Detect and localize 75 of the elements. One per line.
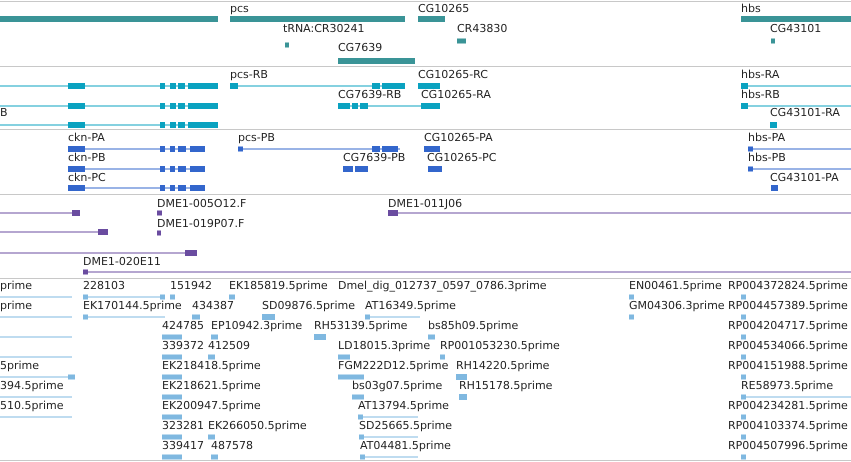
feature-label: bs03g07.5prime — [352, 379, 442, 392]
feature-label: GM04306.3prime — [629, 299, 725, 312]
feature-label: hbs-RB — [741, 88, 780, 101]
feature-label: CG7639 — [338, 41, 382, 54]
feature-label: DME1-019P07.F — [157, 217, 244, 230]
feature-label: AT13794.5prime — [358, 399, 449, 412]
feature-label: hbs-PA — [748, 131, 786, 144]
feature-label: 151942 — [170, 279, 212, 292]
feature-label: 424785 — [162, 319, 204, 332]
feature-label: EN00461.5prime — [629, 279, 722, 292]
feature-label: DME1-005O12.F — [157, 197, 246, 210]
feature-label: RP004372824.5prime — [728, 279, 848, 292]
feature-label: EK218418.5prime — [162, 359, 261, 372]
feature-label: bs85h09.5prime — [428, 319, 518, 332]
feature-label: CG7639-PB — [343, 151, 406, 164]
feature-label: DME1-020E11 — [83, 255, 161, 268]
feature-label: prime — [0, 279, 32, 292]
feature-label: 5prime — [0, 359, 40, 372]
feature-label: B — [0, 106, 8, 119]
feature-label: CG43101-PA — [770, 171, 839, 184]
feature-label: RP004457389.5prime — [728, 299, 848, 312]
feature-label: DME1-011J06 — [388, 197, 462, 210]
feature-label: 228103 — [83, 279, 125, 292]
feature-label: 412509 — [208, 339, 250, 352]
feature-label: RP004507996.5prime — [728, 439, 848, 452]
feature-label: Dmel_dig_012737_0597_0786.3prime — [338, 279, 547, 292]
feature-label: ckn-PC — [68, 171, 106, 184]
feature-label: RP004151988.5prime — [728, 359, 848, 372]
feature-label: RP001053230.5prime — [440, 339, 560, 352]
feature-label: RP004534066.5prime — [728, 339, 848, 352]
feature-label: prime — [0, 299, 32, 312]
feature-label: EK218621.5prime — [162, 379, 261, 392]
feature-label: RH15178.5prime — [459, 379, 552, 392]
feature-label: 394.5prime — [0, 379, 64, 392]
feature-label: pcs-PB — [238, 131, 275, 144]
feature-label: CG43101 — [770, 22, 822, 35]
feature-label: hbs — [741, 2, 761, 15]
feature-label: AT16349.5prime — [365, 299, 456, 312]
feature-label: RH53139.5prime — [314, 319, 408, 332]
feature-label: EK170144.5prime — [83, 299, 182, 312]
feature-label: AT04481.5prime — [360, 439, 451, 452]
feature-label: CG10265-RC — [418, 68, 488, 81]
feature-label: CG10265-PA — [424, 131, 493, 144]
feature-label: 323281 — [162, 419, 204, 432]
feature-label: ckn-PB — [68, 151, 106, 164]
feature-label: RH14220.5prime — [456, 359, 550, 372]
feature-label: SD09876.5prime — [262, 299, 355, 312]
feature-label: SD25665.5prime — [359, 419, 452, 432]
feature-label: hbs-PB — [748, 151, 786, 164]
feature-label: ckn-PA — [68, 131, 105, 144]
feature-label: CG10265-PC — [427, 151, 496, 164]
feature-label: 339372 — [162, 339, 204, 352]
feature-label: LD18015.3prime — [338, 339, 430, 352]
feature-label: EK266050.5prime — [208, 419, 307, 432]
feature-label: CG43101-RA — [770, 106, 840, 119]
feature-label: 510.5prime — [0, 399, 64, 412]
feature-label: RP004204717.5prime — [728, 319, 848, 332]
feature-label: pcs — [230, 2, 249, 15]
feature-label: EP10942.3prime — [211, 319, 302, 332]
feature-label: CR43830 — [457, 22, 508, 35]
feature-label: EK200947.5prime — [162, 399, 261, 412]
feature-label: CG10265-RA — [421, 88, 491, 101]
feature-label: RP004103374.5prime — [728, 419, 848, 432]
feature-label: 339417 — [162, 439, 204, 452]
feature-label: EK185819.5prime — [229, 279, 328, 292]
feature-label: RE58973.5prime — [741, 379, 834, 392]
feature-label: 487578 — [211, 439, 253, 452]
feature-label: hbs-RA — [741, 68, 780, 81]
feature-label: 434387 — [192, 299, 234, 312]
feature-label: pcs-RB — [230, 68, 268, 81]
feature-label: CG7639-RB — [338, 88, 402, 101]
feature-label: RP004234281.5prime — [728, 399, 848, 412]
feature-label: CG10265 — [418, 2, 470, 15]
feature-label: tRNA:CR30241 — [283, 22, 365, 35]
feature-label: FGM222D12.5prime — [338, 359, 448, 372]
